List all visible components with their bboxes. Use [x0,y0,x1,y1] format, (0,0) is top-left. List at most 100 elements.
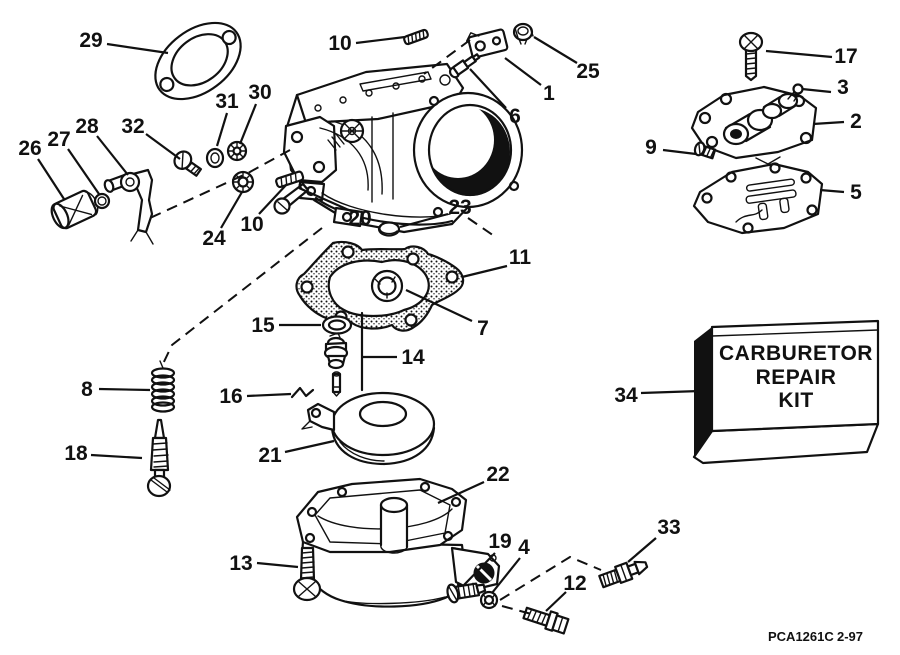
part-carburetor-body [282,62,524,234]
leader-line-28 [96,135,129,176]
part-23-welch-plug [377,221,401,237]
part-21-float [301,391,436,466]
leader-line-6 [469,68,507,109]
callout-28: 28 [75,115,99,138]
part-19-needle-valve [446,582,487,604]
callout-24: 24 [202,227,226,250]
part-14-needle-seat [323,311,364,397]
callout-22: 22 [486,463,509,486]
part-32-screw [173,150,203,177]
leader-line-10-top [355,35,406,45]
callout-13: 13 [229,552,252,575]
leader-line-2 [812,120,845,126]
leader-line-21 [284,439,335,454]
part-2-pump-cover [690,83,818,165]
part-18-idle-needle [146,418,172,498]
leader-line-9 [662,148,697,156]
kit-box-line-1: CARBURETOR [719,342,873,365]
callout-5: 5 [850,181,862,204]
callout-8: 8 [81,378,93,401]
leader-line-17 [765,49,833,59]
part-17-screw [738,31,764,82]
part-25-nut [512,22,534,45]
footer-part-code: PCA1261C [768,629,834,644]
callout-30: 30 [248,81,271,104]
part-22-float-bowl [295,477,501,608]
leader-line-29 [106,42,169,55]
footer: PCA1261C 2-97 [768,629,863,644]
part-6-needle [448,53,481,79]
leader-line-34 [640,389,701,395]
leader-line-26 [37,158,65,200]
part-10-pin-lower [275,170,305,189]
callout-21: 21 [258,444,282,467]
part-30-star-nut [226,140,248,162]
part-1-bracket [465,28,509,59]
callout-4: 4 [518,536,530,559]
callout-14: 14 [401,346,425,369]
leader-line-5 [819,188,845,194]
leader-line-1 [504,57,542,86]
part-10-pin-top [403,28,429,46]
leader-line-7 [405,289,473,322]
part-4-washer [479,590,499,610]
callout-25: 25 [576,60,600,83]
part-15-washer [321,315,353,335]
part-26-bushing [50,189,99,230]
part-8-spring [150,360,176,413]
part-3-check-valve [787,83,804,102]
callout-3: 3 [837,76,849,99]
part-5-diaphragm [692,162,824,235]
part-29-flange-gasket [154,21,242,101]
leader-line-18 [90,453,143,460]
callout-20: 20 [348,207,371,230]
callout-15: 15 [251,314,275,337]
callout-33: 33 [657,516,680,539]
leader-line-33 [627,537,657,563]
callout-9: 9 [645,136,657,159]
leader-line-32 [145,133,181,160]
leader-line-10-lower [258,183,288,215]
leader-line-3 [801,87,832,94]
callout-11: 11 [509,246,532,269]
leader-line-25 [533,36,578,64]
callout-17: 17 [834,45,857,68]
footer-date-code: 2-97 [837,629,863,644]
part-34-repair-kit-box: CARBURETOR REPAIR KIT [692,319,880,465]
leader-line-30 [238,103,258,145]
leader-line-22 [437,480,485,505]
callout-19: 19 [488,530,511,553]
assembly-dashed-lines [149,39,602,616]
leader-line-11 [461,264,508,279]
callout-16: 16 [219,385,242,408]
kit-box-line-3: KIT [778,389,813,412]
callout-2: 2 [850,110,862,133]
part-12-screw [522,606,570,635]
callout-7: 7 [477,317,489,340]
leader-line-19 [462,552,496,587]
leader-line-8 [98,387,151,392]
leader-line-31 [215,112,229,147]
leader-line-4 [491,557,521,594]
part-11-bowl-gasket [295,240,465,332]
leader-line-20 [298,186,352,213]
kit-box-line-2: REPAIR [756,366,837,389]
callout-12: 12 [563,572,586,595]
leader-line-12 [545,591,567,612]
leader-line-13 [256,561,299,569]
leader-line-16 [246,392,292,398]
part-13-screw [292,546,322,602]
callout-6: 6 [509,105,521,128]
callout-29: 29 [79,29,102,52]
part-16-clip [290,386,315,399]
callout-31: 31 [215,90,239,113]
part-9-screw [693,141,717,160]
callout-27: 27 [47,128,70,151]
callout-10-top: 10 [328,32,351,55]
part-31-washer [205,147,225,169]
callout-18: 18 [64,442,88,465]
callout-34: 34 [614,384,638,407]
